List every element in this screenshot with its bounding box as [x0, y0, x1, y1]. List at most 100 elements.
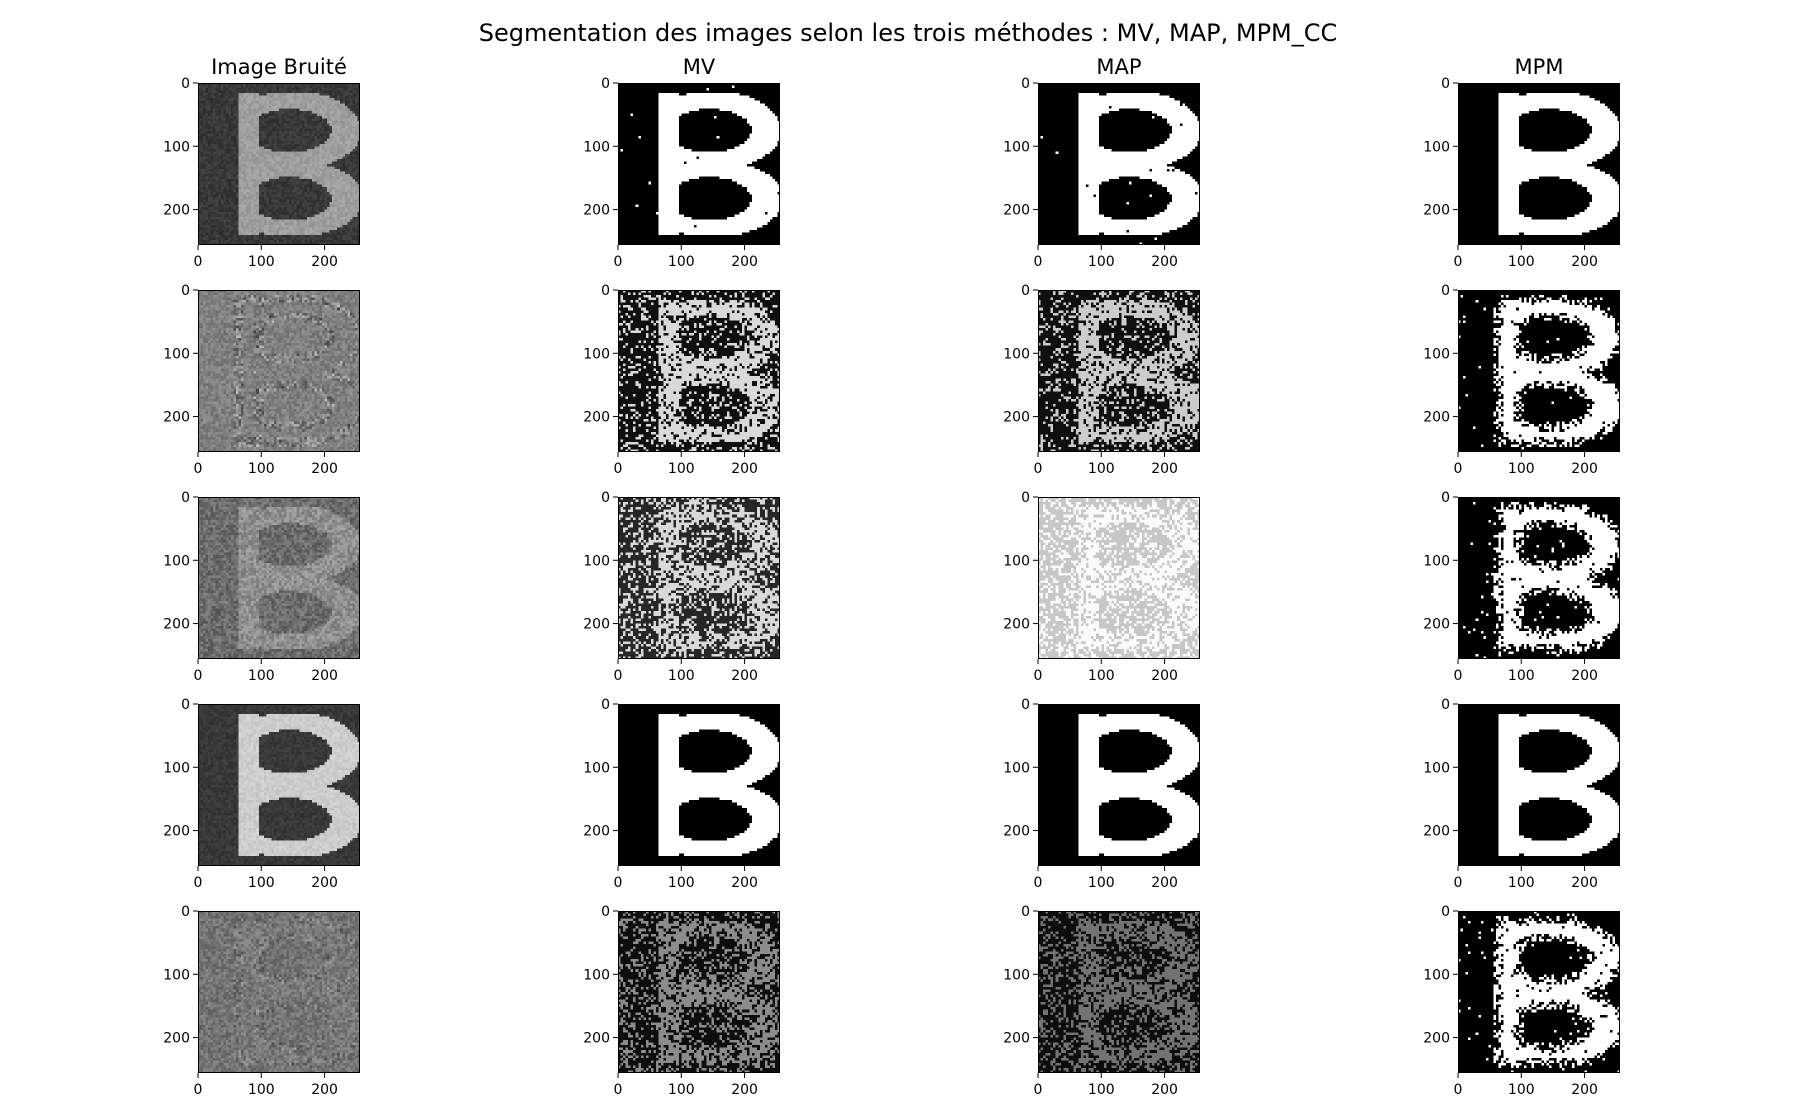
x-tick-label: 200	[311, 875, 338, 891]
y-tick-label: 100	[1003, 553, 1030, 569]
x-tick-label: 200	[731, 668, 758, 684]
axes-frame	[618, 704, 780, 866]
y-tick-label: 200	[1003, 410, 1030, 426]
y-tick-label: 100	[1003, 139, 1030, 155]
x-tick-label: 200	[311, 1082, 338, 1098]
axes-frame	[1458, 704, 1620, 866]
x-tick-label: 200	[1571, 1082, 1598, 1098]
y-tick-label: 0	[181, 904, 190, 920]
y-tick-label: 0	[181, 76, 190, 92]
y-tick-label: 200	[1003, 203, 1030, 219]
y-tick-label: 200	[1423, 617, 1450, 633]
axes-frame	[198, 290, 360, 452]
y-tick-label: 0	[1441, 76, 1450, 92]
y-tick-label: 200	[1423, 824, 1450, 840]
y-tick-label: 100	[583, 760, 610, 776]
y-tick-label: 100	[163, 139, 190, 155]
x-tick-label: 200	[311, 461, 338, 477]
y-tick-label: 100	[1423, 346, 1450, 362]
x-tick-label: 200	[1571, 875, 1598, 891]
y-tick-label: 200	[163, 617, 190, 633]
column-title: MV	[683, 55, 716, 79]
panel-image	[618, 704, 780, 866]
x-tick-label: 100	[668, 875, 695, 891]
y-tick-label: 200	[1423, 1031, 1450, 1047]
x-tick-label: 100	[1508, 461, 1535, 477]
axes-frame	[1458, 911, 1620, 1073]
y-tick-label: 100	[1423, 760, 1450, 776]
axes-frame	[618, 497, 780, 659]
x-tick-label: 100	[668, 461, 695, 477]
x-tick-label: 0	[614, 1082, 623, 1098]
x-tick-label: 0	[614, 875, 623, 891]
x-tick-label: 0	[614, 461, 623, 477]
x-tick-label: 200	[311, 254, 338, 270]
axes-frame	[1038, 911, 1200, 1073]
y-tick-label: 100	[1423, 553, 1450, 569]
panel-image	[1038, 290, 1200, 452]
x-tick-label: 100	[248, 1082, 275, 1098]
panel-image	[1458, 911, 1620, 1073]
x-tick-label: 100	[668, 668, 695, 684]
column-title: Image Bruité	[211, 55, 347, 79]
y-tick-label: 0	[1441, 697, 1450, 713]
y-tick-label: 200	[1423, 410, 1450, 426]
x-tick-label: 200	[1571, 461, 1598, 477]
y-tick-label: 0	[1021, 904, 1030, 920]
panel-image	[618, 497, 780, 659]
y-tick-label: 0	[601, 697, 610, 713]
x-tick-label: 0	[1454, 461, 1463, 477]
y-tick-label: 0	[181, 283, 190, 299]
axes-frame	[1038, 704, 1200, 866]
y-tick-label: 200	[163, 824, 190, 840]
x-tick-label: 100	[1088, 668, 1115, 684]
axes-frame	[1038, 83, 1200, 245]
x-tick-label: 0	[1034, 461, 1043, 477]
axes-frame	[618, 290, 780, 452]
x-tick-label: 0	[614, 668, 623, 684]
y-tick-label: 200	[163, 410, 190, 426]
x-tick-label: 0	[1034, 254, 1043, 270]
panel-image	[618, 83, 780, 245]
panel-image	[618, 911, 780, 1073]
axes-frame	[1458, 290, 1620, 452]
y-tick-label: 0	[1021, 697, 1030, 713]
x-tick-label: 200	[311, 668, 338, 684]
y-tick-label: 100	[1003, 346, 1030, 362]
y-tick-label: 200	[583, 410, 610, 426]
x-tick-label: 200	[731, 461, 758, 477]
panel-image	[1038, 83, 1200, 245]
axes-frame	[198, 911, 360, 1073]
x-tick-label: 100	[248, 254, 275, 270]
y-tick-label: 200	[163, 203, 190, 219]
y-tick-label: 100	[1003, 967, 1030, 983]
x-tick-label: 0	[194, 254, 203, 270]
y-tick-label: 0	[181, 697, 190, 713]
panel-image	[618, 290, 780, 452]
y-tick-label: 200	[583, 617, 610, 633]
y-tick-label: 100	[583, 967, 610, 983]
x-tick-label: 100	[1508, 668, 1535, 684]
panel-image	[198, 911, 360, 1073]
y-tick-label: 100	[163, 967, 190, 983]
y-tick-label: 100	[163, 760, 190, 776]
y-tick-label: 0	[1441, 904, 1450, 920]
y-tick-label: 200	[583, 203, 610, 219]
x-tick-label: 100	[248, 875, 275, 891]
y-tick-label: 100	[583, 553, 610, 569]
axes-frame	[198, 83, 360, 245]
y-tick-label: 100	[1003, 760, 1030, 776]
panel-image	[1038, 911, 1200, 1073]
